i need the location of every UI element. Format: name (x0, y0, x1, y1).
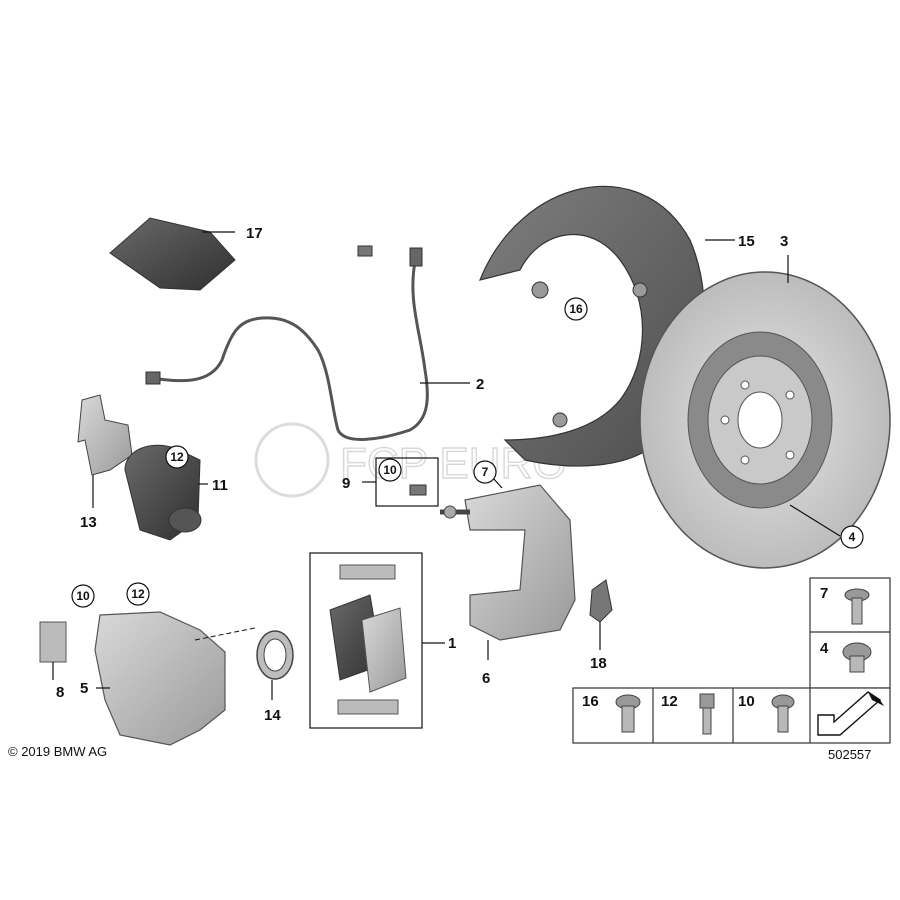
label-11: 11 (212, 477, 228, 494)
copyright-text: © 2019 BMW AG (8, 744, 107, 759)
callout-7: 7 (473, 460, 497, 484)
legend-label-4: 4 (820, 640, 829, 657)
bolt-7-icon (844, 588, 870, 625)
label-17: 17 (246, 225, 263, 242)
svg-text:12: 12 (131, 587, 145, 601)
part-14-seal-ring (256, 630, 294, 700)
callout-12-caliper: 12 (126, 582, 150, 606)
svg-text:16: 16 (569, 302, 583, 316)
legend-label-7: 7 (820, 585, 828, 602)
svg-text:7: 7 (482, 465, 489, 479)
label-13: 13 (80, 514, 97, 531)
part-9-box (362, 457, 439, 507)
part-18-clip (589, 579, 613, 650)
callout-10-caliper: 10 (71, 584, 95, 608)
callout-10-box: 10 (378, 458, 402, 482)
label-14: 14 (264, 707, 281, 724)
label-6: 6 (482, 670, 490, 687)
legend-label-16: 16 (582, 693, 599, 710)
part-11-actuator-motor (124, 444, 208, 541)
part-17-film (109, 217, 236, 291)
legend-right: 7 4 (809, 577, 891, 689)
callout-12-top: 12 (165, 445, 189, 469)
callout-16: 16 (564, 297, 588, 321)
part-2-wear-sensor (145, 245, 470, 441)
svg-text:12: 12 (170, 450, 184, 464)
direction-arrow-icon (817, 691, 884, 736)
label-1: 1 (448, 635, 456, 652)
label-18: 18 (590, 655, 607, 672)
svg-text:4: 4 (849, 530, 856, 544)
label-5: 5 (80, 680, 88, 697)
label-3: 3 (780, 233, 788, 250)
label-2: 2 (476, 376, 484, 393)
part-13-bracket (77, 394, 133, 508)
part-1-brake-pad-set (309, 552, 445, 729)
svg-text:10: 10 (383, 463, 397, 477)
screw-12-icon (699, 693, 715, 735)
label-9: 9 (342, 475, 350, 492)
bolt-4-icon (842, 642, 872, 673)
part-3-brake-disc (639, 255, 891, 569)
label-8: 8 (56, 684, 64, 701)
legend-label-12: 12 (661, 693, 678, 710)
part-5-caliper (39, 611, 256, 746)
bolt-10-icon (771, 694, 795, 733)
legend-label-10: 10 (738, 693, 755, 710)
part-6-caliper-carrier (440, 477, 576, 660)
label-15: 15 (738, 233, 755, 250)
nut-16-icon (615, 694, 641, 733)
svg-text:10: 10 (76, 589, 90, 603)
diagram-number: 502557 (828, 747, 871, 762)
legend-bottom: 16 12 10 (572, 687, 891, 744)
callout-4: 4 (840, 525, 864, 549)
